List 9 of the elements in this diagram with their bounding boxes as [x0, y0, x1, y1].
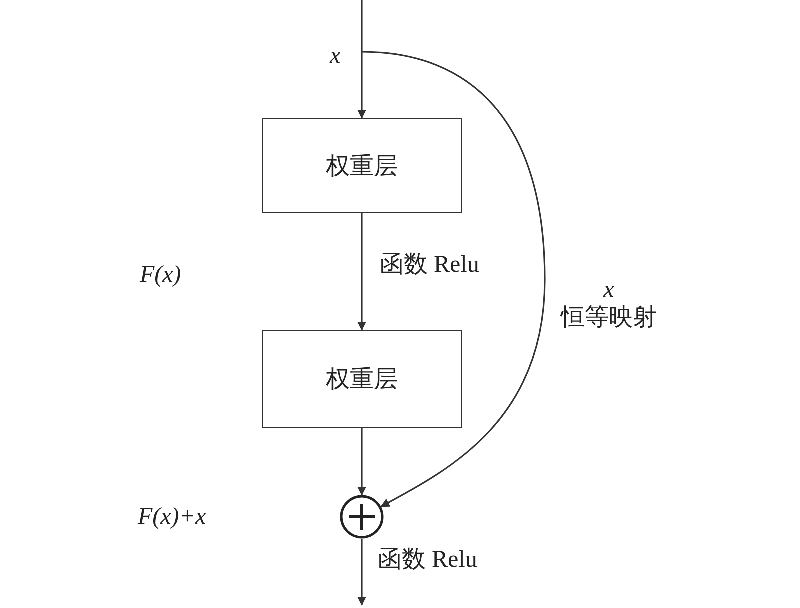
arrow: [358, 539, 366, 606]
arrow: [358, 0, 366, 119]
arrow: [362, 51, 546, 508]
sum-circle: [340, 495, 384, 539]
arrow: [358, 428, 366, 496]
layer-box: 权重层: [262, 330, 462, 428]
arrow: [358, 213, 366, 331]
edge-label: x 恒等映射: [560, 276, 658, 332]
layer-box: 权重层: [262, 118, 462, 213]
